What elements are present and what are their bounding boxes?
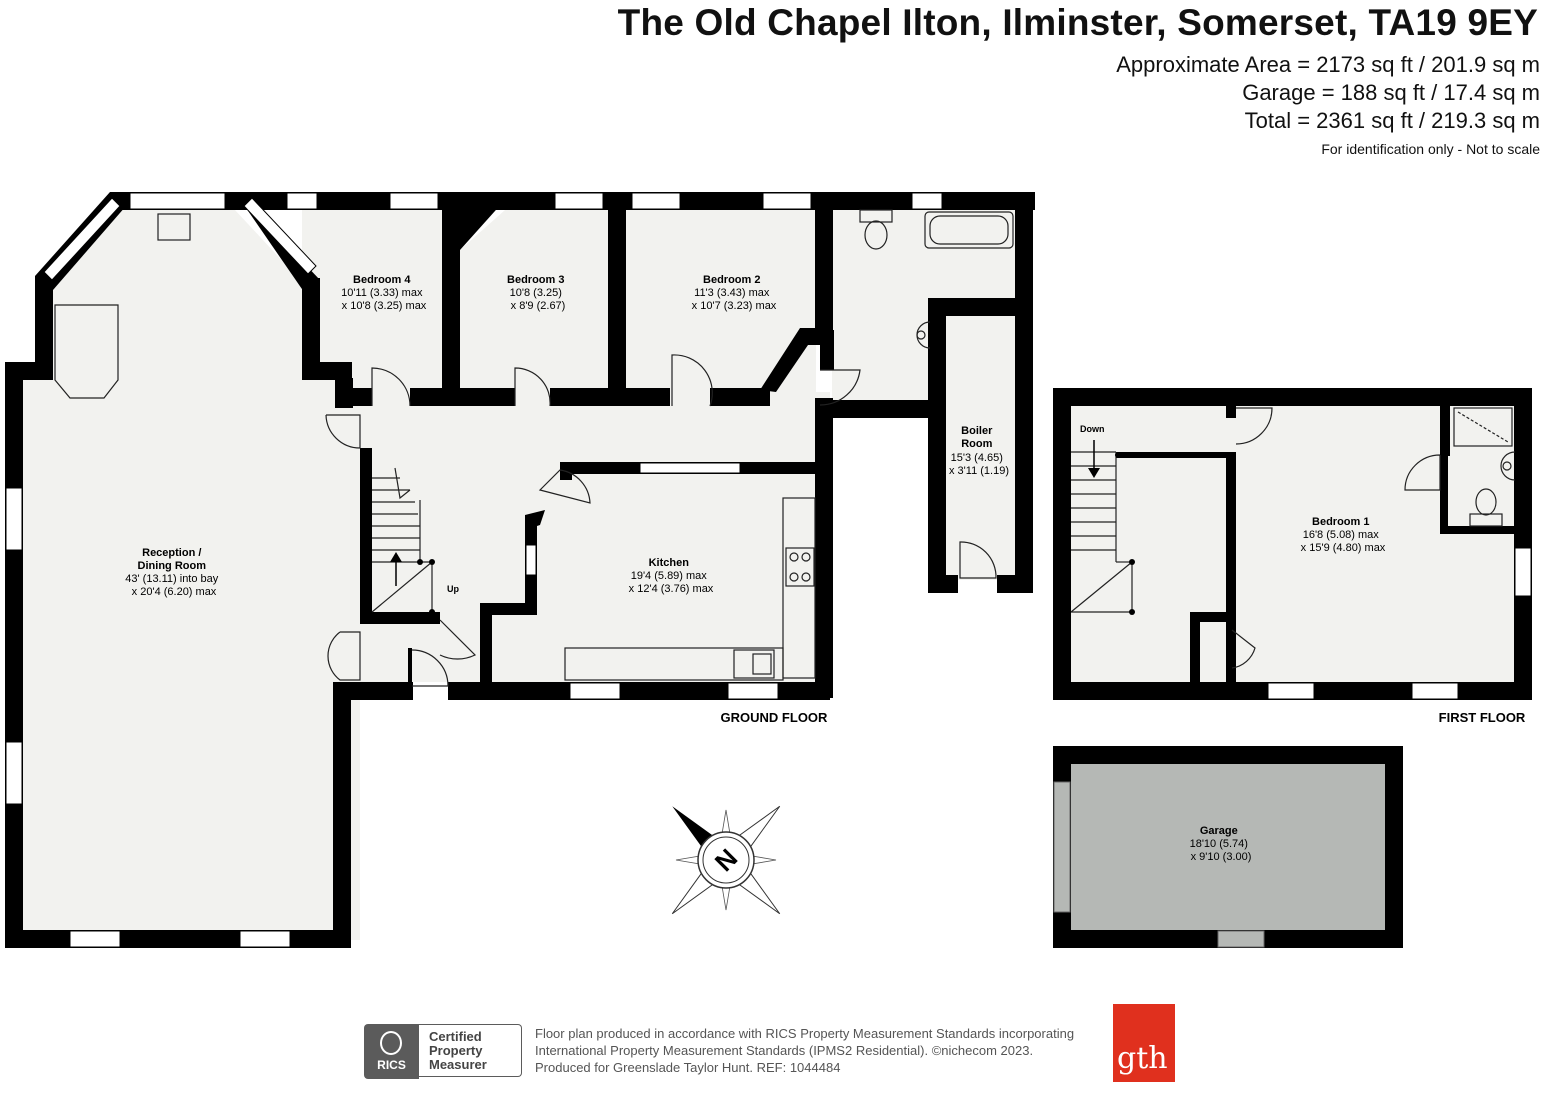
compass-rose-icon: N [671,805,781,915]
worktop-bottom [564,647,784,681]
scale-note: For identification only - Not to scale [1321,141,1540,157]
boiler-dim-2: x 3'11 (1.19) [949,465,1009,477]
boiler-name-1: Boiler [961,425,993,437]
first-floor-windows [1267,547,1532,700]
reception-name-2: Dining Room [138,560,207,572]
svg-text:Reception / Dining Room: Reception / Dining Room 43' (13.11) into… [125,543,222,598]
rics-badge-line-1: Certified [429,1029,482,1044]
reception-dim-1: 43' (13.11) into bay [125,573,219,585]
ensuite-basin-icon [1500,451,1516,481]
svg-text:Boiler Room 15'3 (: Boiler Room 15'3 (4.65) x 3'11 (1.19) [949,421,1009,477]
garage-dim-2: x 9'10 (3.00) [1191,851,1252,863]
garage-plan: Garage 18'10 (5.74) x 9'10 (3.00) [1053,746,1403,948]
kitchen-name: Kitchen [649,557,690,569]
toilet-icon [864,220,888,250]
kitchen-dim-1: 19'4 (5.89) max [631,570,708,582]
bedroom4-dim-1: 10'11 (3.33) max [341,287,423,299]
svg-text:Bedroom 1 16'8 (5.08) ma: Bedroom 1 16'8 (5.08) max x 15'9 (4.80) … [1301,512,1386,554]
approximate-area: Approximate Area = 2173 sq ft / 201.9 sq… [1116,52,1540,77]
rics-badge: RICS Certified Property Measurer [364,1024,524,1079]
ground-floor-label: GROUND FLOOR [721,710,828,725]
hallway-floor [360,392,830,682]
bedroom2-dim-1: 11'3 (3.43) max [694,287,770,299]
rics-badge-line-3: Measurer [429,1057,487,1072]
first-floor-plan: Down Bedroom 1 16'8 (5.08) max x 15'9 (4… [1053,388,1532,725]
bedroom1-name: Bedroom 1 [1312,516,1369,528]
bedroom3-name: Bedroom 3 [507,274,564,286]
ground-floor-plan: Reception / Dining Room 43' (13.11) into… [5,192,1035,948]
boiler-name-2: Room [961,438,992,450]
ground-floor-windows [5,192,943,948]
bedroom3-dim-2: x 8'9 (2.67) [511,300,566,312]
garage-floor [1071,764,1385,930]
worktop-right [782,497,816,679]
stairs-down-label: Down [1080,424,1105,434]
garage-door [1053,781,1071,913]
toilet-cistern-icon [859,209,893,223]
reception-name-1: Reception / [142,547,201,559]
svg-text:Garage 18'10 (5.74): Garage 18'10 (5.74) x 9'10 (3.00) [1190,821,1253,863]
rics-word: RICS [377,1058,406,1072]
bedroom1-dim-2: x 15'9 (4.80) max [1301,542,1386,554]
bedroom4-dim-2: x 10'8 (3.25) max [342,300,427,312]
reception-floor [22,210,360,940]
gth-logo: gth [1113,1004,1175,1082]
bedroom3-dim-1: 10'8 (3.25) [510,287,562,299]
bay-unit-icon [54,304,119,399]
first-floor-fixtures [1070,407,1516,669]
boiler-dim-1: 15'3 (4.65) [951,452,1003,464]
bedroom4-floor [302,210,444,392]
svg-text:Kitchen 19'4 (5.89) max: Kitchen 19'4 (5.89) max x 12'4 (3.76) ma… [629,553,714,595]
reception-dim-2: x 20'4 (6.20) max [132,586,217,598]
garage-name: Garage [1200,825,1238,837]
gth-logo-text: gth [1117,1041,1168,1076]
boiler-floor [943,318,1017,580]
bedroom2-dim-2: x 10'7 (3.23) max [692,300,777,312]
ensuite-toilet-icon [1475,488,1497,516]
first-staircase [1070,451,1133,613]
shower-icon [1453,407,1513,447]
footer-line-2: International Property Measurement Stand… [535,1043,1034,1058]
total-area: Total = 2361 sq ft / 219.3 sq m [1244,108,1540,133]
fireplace-icon [157,213,191,241]
bedroom2-name: Bedroom 2 [703,274,760,286]
certified-measurer-box: Certified Property Measurer [419,1024,522,1077]
svg-text:Bedroom 2 11'3 (3.43) ma: Bedroom 2 11'3 (3.43) max x 10'7 (3.23) … [692,270,777,312]
footer-line-3: Produced for Greenslade Taylor Hunt. REF… [535,1060,841,1075]
bedroom1-dim-1: 16'8 (5.08) max [1303,529,1380,541]
bedroom3-floor [460,210,610,392]
garage-area: Garage = 188 sq ft / 17.4 sq m [1242,80,1540,105]
kitchen-dim-2: x 12'4 (3.76) max [629,583,714,595]
rics-badge-line-2: Property [429,1043,483,1058]
stairs-up-label: Up [447,584,459,594]
garage-dim-1: 18'10 (5.74) [1190,838,1248,850]
property-title: The Old Chapel Ilton, Ilminster, Somerse… [617,2,1538,43]
ground-floor-fixtures [54,209,1014,687]
rics-crest-icon [380,1031,402,1055]
ground-staircase [371,467,433,613]
bedroom4-name: Bedroom 4 [353,274,411,286]
svg-text:Bedroom 4 10'11 (3.33) m: Bedroom 4 10'11 (3.33) max x 10'8 (3.25)… [341,270,427,312]
svg-text:Bedroom 3 10'8 (3.25): Bedroom 3 10'8 (3.25) x 8'9 (2.67) [507,270,569,312]
bath-icon [924,211,1014,249]
sink-icon [733,649,775,679]
first-floor-label: FIRST FLOOR [1439,710,1526,725]
footer-disclaimer: Floor plan produced in accordance with R… [535,1025,1074,1076]
rics-logo: RICS [364,1024,419,1079]
footer-line-1: Floor plan produced in accordance with R… [535,1026,1075,1041]
hob-icon [785,547,815,587]
